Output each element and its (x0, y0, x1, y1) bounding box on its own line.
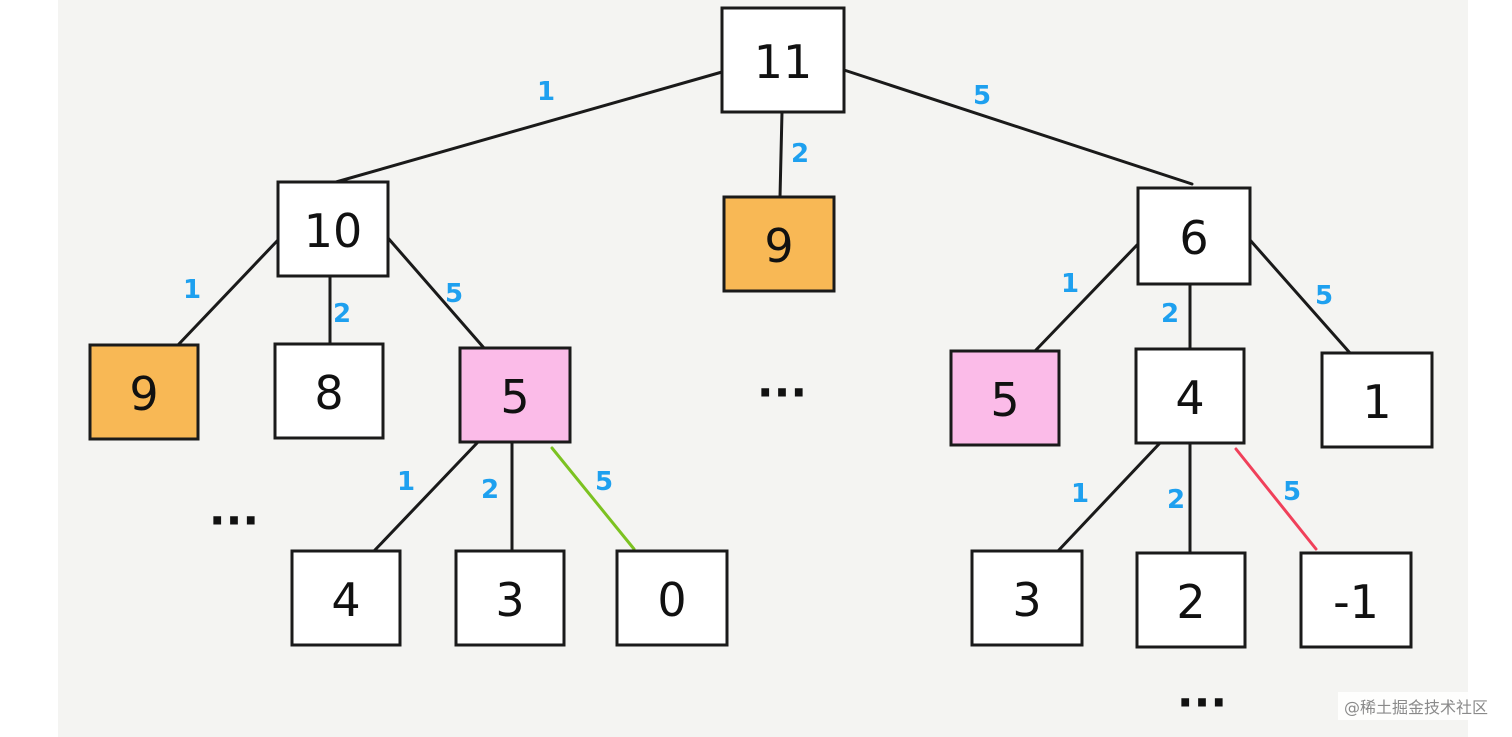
tree-node-n5b: 5 (949, 349, 1061, 447)
edge-n6-n1 (1248, 238, 1352, 355)
edge-label-n11-n9top: 2 (791, 139, 809, 169)
edge-label-n6-n4: 2 (1161, 299, 1179, 329)
tree-node-n9top: 9 (722, 195, 836, 293)
node-value: 5 (990, 373, 1019, 427)
node-value: 9 (129, 367, 158, 421)
tree-node-n3b: 3 (970, 549, 1084, 647)
node-value: 4 (1175, 371, 1204, 425)
left-margin (0, 0, 58, 737)
edge-n5a-n4b (372, 440, 480, 553)
tree-node-n0: 0 (615, 549, 729, 647)
node-value: 3 (495, 573, 524, 627)
edge-n6-n5b (1033, 242, 1140, 353)
edge-label-n5a-n4b: 1 (397, 467, 415, 497)
edges-layer (176, 68, 1352, 555)
edge-n5a-n0 (550, 446, 636, 551)
edge-label-n6-n1: 5 (1315, 281, 1333, 311)
edge-n4-n3b (1056, 441, 1162, 553)
ellipsis-3: ... (489, 711, 539, 737)
node-value: 9 (764, 219, 793, 273)
tree-node-n3: 3 (454, 549, 566, 647)
edge-label-n4-n2: 2 (1167, 485, 1185, 515)
node-value: 3 (1012, 573, 1041, 627)
edge-n4-nm1 (1234, 447, 1318, 551)
node-box (276, 180, 390, 278)
node-value: 2 (1176, 575, 1205, 629)
node-value: 6 (1179, 211, 1208, 265)
edge-n10-n5a (386, 236, 486, 350)
node-box (970, 549, 1084, 647)
tree-node-n6: 6 (1136, 186, 1252, 286)
tree-node-n11: 11 (720, 6, 846, 114)
tree-node-nm1: -1 (1299, 551, 1413, 649)
ellipsis-1: ... (757, 357, 807, 408)
node-value: 8 (314, 366, 343, 420)
node-value: 0 (657, 573, 686, 627)
node-box (1134, 347, 1246, 445)
tree-node-n5a: 5 (458, 346, 572, 444)
edge-label-n10-n9left: 1 (183, 275, 201, 305)
node-box (722, 195, 836, 293)
node-box (273, 342, 385, 440)
ellipsis-0: ... (209, 485, 259, 536)
node-box (1136, 186, 1252, 286)
node-box (1320, 351, 1434, 449)
edge-label-n6-n5b: 1 (1061, 269, 1079, 299)
edge-label-n4-nm1: 5 (1283, 477, 1301, 507)
edge-label-n4-n3b: 1 (1071, 479, 1089, 509)
edge-n10-n9left (176, 238, 280, 347)
ellipsis-layer: ............ (209, 357, 1227, 737)
node-box (1299, 551, 1413, 649)
node-box (454, 549, 566, 647)
node-box (290, 549, 402, 647)
tree-node-n4: 4 (1134, 347, 1246, 445)
right-margin (1468, 0, 1512, 737)
tree-node-n2: 2 (1135, 551, 1247, 649)
edge-n11-n10 (334, 70, 724, 184)
node-value: 11 (754, 35, 813, 89)
ellipsis-2: ... (1177, 667, 1227, 718)
tree-node-n10: 10 (276, 180, 390, 278)
node-box (1135, 551, 1247, 649)
tree-node-n4b: 4 (290, 549, 402, 647)
edge-label-n5a-n3: 2 (481, 475, 499, 505)
node-value: -1 (1333, 575, 1379, 629)
edge-n11-n9top (778, 110, 784, 199)
node-value: 4 (331, 573, 360, 627)
edge-label-n11-n6: 5 (973, 81, 991, 111)
node-value: 1 (1362, 375, 1391, 429)
node-box (949, 349, 1061, 447)
edge-label-n5a-n0: 5 (595, 467, 613, 497)
tree-node-n1: 1 (1320, 351, 1434, 449)
node-box (720, 6, 846, 114)
tree-node-n8: 8 (273, 342, 385, 440)
node-value: 5 (500, 370, 529, 424)
edge-n11-n6 (842, 68, 1194, 186)
node-box (458, 346, 572, 444)
node-box (88, 343, 200, 441)
edge-labels-layer: 1 2 5 1 2 5 1 2 5 1 2 5 1 2 5 (183, 77, 1333, 515)
watermark: @稀土掘金技术社区 (1337, 692, 1494, 720)
edge-label-n10-n8: 2 (333, 299, 351, 329)
edge-label-n11-n10: 1 (537, 77, 555, 107)
tree-node-n9left: 9 (88, 343, 200, 441)
edge-label-n10-n5a: 5 (445, 279, 463, 309)
node-value: 10 (304, 204, 363, 258)
node-box (615, 549, 729, 647)
